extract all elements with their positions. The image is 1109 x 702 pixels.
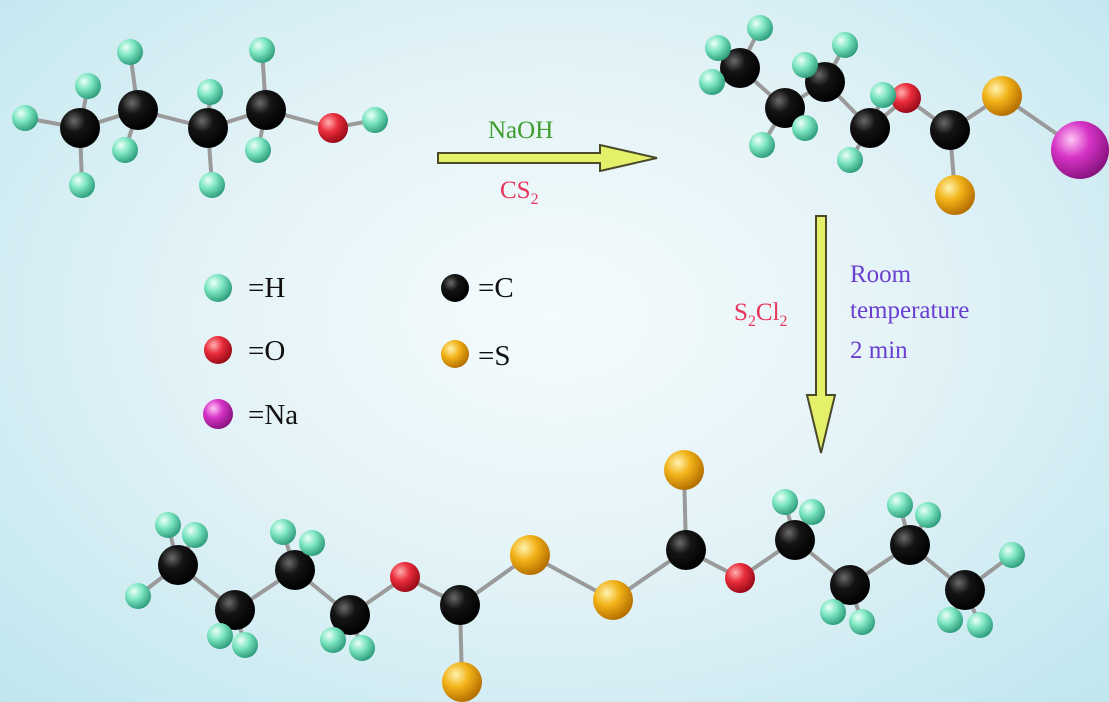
dixanthogen-hydrogen-atom (182, 522, 208, 548)
butanol-hydrogen-atom (69, 172, 95, 198)
dixanthogen-sulfur-atom (664, 450, 704, 490)
condition-line-1: Room (850, 261, 912, 288)
dixanthogen-hydrogen-atom (125, 583, 151, 609)
butanol-carbon-atom (60, 108, 100, 148)
xanthate-carbon-atom (765, 88, 805, 128)
xanthate-hydrogen-atom (747, 15, 773, 41)
reagent-cs2: CS2 (500, 178, 539, 208)
dixanthogen-oxygen-atom (390, 562, 420, 592)
legend-label-o: =O (248, 335, 286, 367)
dixanthogen-hydrogen-atom (820, 599, 846, 625)
xanthate-hydrogen-atom (832, 32, 858, 58)
dixanthogen-sulfur-atom (510, 535, 550, 575)
reagent-s2cl2: S2Cl2 (734, 300, 788, 330)
dixanthogen-hydrogen-atom (349, 635, 375, 661)
dixanthogen-hydrogen-atom (232, 632, 258, 658)
xanthate-carbon-atom (850, 108, 890, 148)
dixanthogen-carbon-atom (775, 520, 815, 560)
reagent-naoh: NaOH (488, 117, 554, 144)
legend-sulfur-swatch (441, 340, 469, 368)
butanol-hydrogen-atom (197, 79, 223, 105)
butanol-carbon-atom (118, 90, 158, 130)
xanthate-carbon-atom (720, 48, 760, 88)
dixanthogen-carbon-atom (275, 550, 315, 590)
reaction-arrow-right (437, 143, 658, 173)
reagent-s2cl2-s: S (734, 299, 748, 326)
dixanthogen-hydrogen-atom (887, 492, 913, 518)
xanthate-sulfur-atom (935, 175, 975, 215)
butanol-oxygen-atom (318, 113, 348, 143)
xanthate-hydrogen-atom (792, 115, 818, 141)
legend-oxygen-swatch (204, 336, 232, 364)
xanthate-hydrogen-atom (749, 132, 775, 158)
xanthate-hydrogen-atom (792, 52, 818, 78)
atoms-layer (12, 15, 1109, 702)
dixanthogen-hydrogen-atom (320, 627, 346, 653)
dixanthogen-carbon-atom (830, 565, 870, 605)
dixanthogen-hydrogen-atom (915, 502, 941, 528)
reagent-cs2-base: CS (500, 177, 531, 204)
dixanthogen-hydrogen-atom (849, 609, 875, 635)
dixanthogen-hydrogen-atom (299, 530, 325, 556)
condition-line-3: 2 min (850, 337, 908, 364)
dixanthogen-hydrogen-atom (799, 499, 825, 525)
butanol-hydrogen-atom (112, 137, 138, 163)
dixanthogen-carbon-atom (890, 525, 930, 565)
butanol-hydrogen-atom (117, 39, 143, 65)
legend-hydrogen-swatch (204, 274, 232, 302)
butanol-hydrogen-atom (12, 105, 38, 131)
reagent-s2cl2-sub2: 2 (779, 313, 788, 330)
legend-carbon-swatch (441, 274, 469, 302)
butanol-hydrogen-atom (199, 172, 225, 198)
legend-label-na: =Na (248, 399, 299, 431)
xanthate-hydrogen-atom (837, 147, 863, 173)
condition-line-2: temperature (850, 297, 970, 324)
dixanthogen-hydrogen-atom (270, 519, 296, 545)
dixanthogen-hydrogen-atom (772, 489, 798, 515)
dixanthogen-carbon-atom (945, 570, 985, 610)
dixanthogen-carbon-atom (440, 585, 480, 625)
dixanthogen-sulfur-atom (593, 580, 633, 620)
legend-label-c: =C (478, 272, 514, 304)
xanthate-hydrogen-atom (705, 35, 731, 61)
dixanthogen-hydrogen-atom (937, 607, 963, 633)
xanthate-oxygen-atom (891, 83, 921, 113)
reagent-s2cl2-sub1: 2 (747, 313, 756, 330)
xanthate-carbon-atom (930, 110, 970, 150)
xanthate-sodium-atom (1051, 121, 1109, 179)
dixanthogen-hydrogen-atom (999, 542, 1025, 568)
xanthate-hydrogen-atom (870, 82, 896, 108)
butanol-carbon-atom (246, 90, 286, 130)
legend-label-s: =S (478, 340, 511, 372)
xanthate-sulfur-atom (982, 76, 1022, 116)
dixanthogen-hydrogen-atom (207, 623, 233, 649)
reaction-arrow-down (805, 215, 837, 454)
butanol-hydrogen-atom (75, 73, 101, 99)
legend-label-h: =H (248, 272, 286, 304)
dixanthogen-carbon-atom (215, 590, 255, 630)
dixanthogen-carbon-atom (666, 530, 706, 570)
butanol-carbon-atom (188, 108, 228, 148)
butanol-hydrogen-atom (362, 107, 388, 133)
dixanthogen-sulfur-atom (442, 662, 482, 702)
reagent-s2cl2-cl: Cl (755, 299, 780, 326)
reagent-cs2-sub: 2 (530, 191, 539, 208)
butanol-hydrogen-atom (245, 137, 271, 163)
butanol-hydrogen-atom (249, 37, 275, 63)
dixanthogen-oxygen-atom (725, 563, 755, 593)
xanthate-hydrogen-atom (699, 69, 725, 95)
dixanthogen-carbon-atom (158, 545, 198, 585)
dixanthogen-carbon-atom (330, 595, 370, 635)
legend-sodium-swatch (203, 399, 233, 429)
dixanthogen-hydrogen-atom (155, 512, 181, 538)
dixanthogen-hydrogen-atom (967, 612, 993, 638)
